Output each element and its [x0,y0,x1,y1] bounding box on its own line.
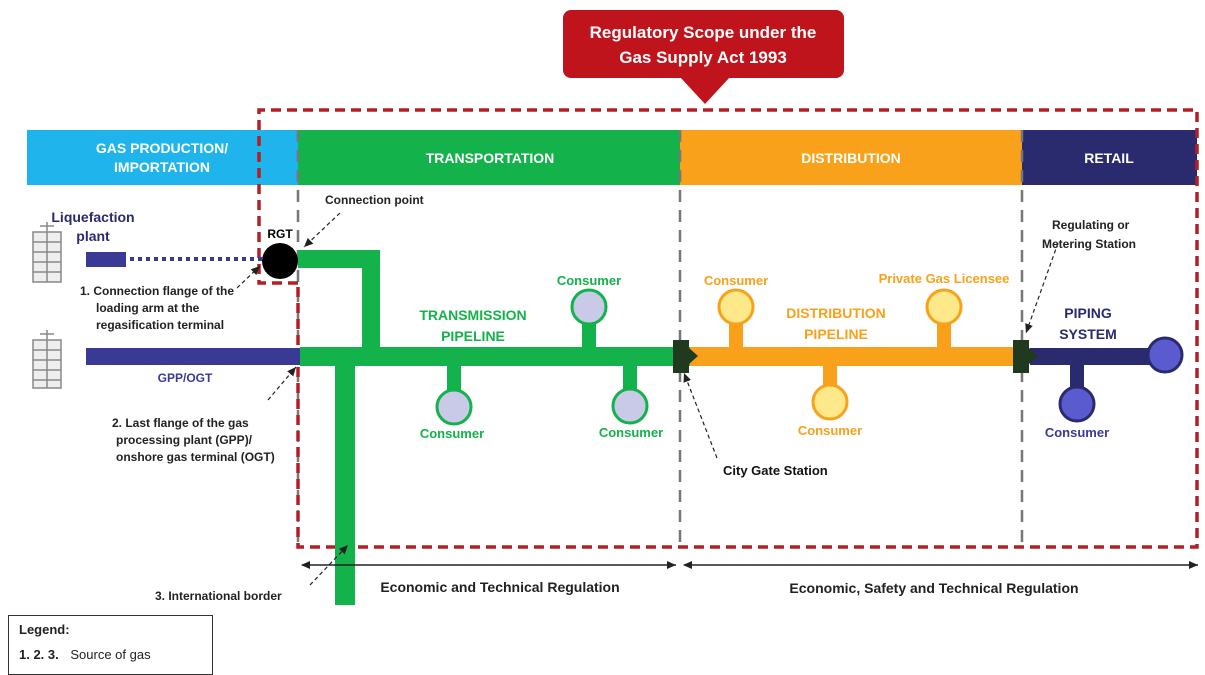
note3-arrow [309,544,349,586]
consumer-node [717,288,755,326]
transmission-rgt-branch-top [298,250,380,268]
gas-processing-plant-icon [32,330,62,389]
consumer-node [1146,336,1184,374]
note2-line1: 2. Last flange of the gas [112,416,249,430]
consumer-stub [823,362,837,390]
lng-pipe-segment [86,252,126,267]
note1-line2: loading arm at the [96,301,200,315]
connection-point-arrow [303,212,341,248]
city-gate-label: City Gate Station [723,463,828,478]
note1-line3: regasification terminal [96,318,224,332]
section-headers: GAS PRODUCTION/ IMPORTATION TRANSPORTATI… [27,130,1197,185]
legend-numbers: 1. 2. 3. [19,647,59,662]
transmission-label-line2: PIPELINE [441,328,505,344]
header-transportation-label: TRANSPORTATION [426,150,555,166]
note2-line3: onshore gas terminal (OGT) [116,450,275,464]
annotation-arrows [236,212,1059,586]
header-production-line1: GAS PRODUCTION/ [96,140,228,156]
liquefaction-label-line1: Liquefaction [51,209,134,225]
consumer-node [925,288,963,326]
legend-source-label: Source of gas [70,647,151,662]
header-transportation [298,130,680,185]
callout-pointer [680,77,730,104]
consumer-node [1058,385,1096,423]
note1-arrow [236,265,261,289]
consumer-stub [447,362,461,392]
regulating-station-marker [1013,340,1038,373]
private-licensee-label: Private Gas Licensee [879,271,1010,286]
transmission-label-line1: TRANSMISSION [419,307,526,323]
consumer-stub [729,320,743,350]
regulatory-scope-border [257,108,1199,549]
retail-consumers [1058,336,1184,423]
legend-box: Legend: 1. 2. 3. Source of gas [8,615,213,675]
distribution-label-line2: PIPELINE [804,326,868,342]
consumer-stub [623,362,637,392]
consumer-label: Consumer [798,423,862,438]
legend-title: Legend: [19,622,70,637]
distribution-main-line [690,347,1020,366]
note2-arrow [267,366,297,401]
note3-label: 3. International border [155,589,282,603]
regulating-label-line2: Metering Station [1042,237,1136,251]
liquefaction-plant-icon [32,222,62,283]
distribution-pipeline [690,320,1020,390]
transmission-pipeline [298,250,690,605]
consumer-node [811,383,849,421]
consumer-label: Consumer [1045,425,1109,440]
diagram-labels: Liquefaction plant Connection point 1. C… [51,193,1136,603]
economic-safety-technical-label: Economic, Safety and Technical Regulatio… [789,580,1078,596]
connection-point-label: Connection point [325,193,424,207]
legend-row: 1. 2. 3. Source of gas [19,647,202,662]
header-production-line2: IMPORTATION [114,159,210,175]
callout-box [563,10,844,78]
gpp-ogt-pipeline [86,348,300,365]
distribution-consumers [717,288,963,421]
transmission-rgt-branch-vertical [362,250,380,360]
distribution-label-line1: DISTRIBUTION [786,305,886,321]
transmission-consumers [435,288,649,426]
consumer-stub [1070,362,1084,390]
consumer-label: Consumer [557,273,621,288]
piping-main-line [1030,348,1158,365]
header-retail [1022,130,1197,185]
consumer-node [570,288,608,326]
transmission-border-branch [335,347,355,605]
city-gate-arrow [683,372,718,459]
note2-line2: processing plant (GPP)/ [116,433,253,447]
consumer-stub [937,320,951,350]
header-production [27,130,298,185]
header-distribution [680,130,1022,185]
transmission-main-line [300,347,690,366]
callout-text-line2: Gas Supply Act 1993 [619,48,787,67]
header-retail-label: RETAIL [1084,150,1134,166]
consumer-label: Consumer [599,425,663,440]
retail-piping-system [1030,348,1158,390]
consumer-node [611,387,649,425]
regulating-station-arrow [1025,242,1059,334]
regulating-label-line1: Regulating or [1052,218,1130,232]
liquefaction-label-line2: plant [76,228,110,244]
consumer-stub [582,318,596,350]
piping-label-line2: SYSTEM [1059,326,1117,342]
economic-technical-label: Economic and Technical Regulation [380,579,619,595]
consumer-label: Consumer [704,273,768,288]
consumer-label: Consumer [420,426,484,441]
rgt-label: RGT [267,227,293,241]
piping-label-line1: PIPING [1064,305,1112,321]
city-gate-station-marker [673,340,698,373]
header-distribution-label: DISTRIBUTION [801,150,901,166]
gpp-ogt-label: GPP/OGT [158,371,213,385]
rgt-terminal-node [262,243,298,279]
consumer-node [435,388,473,426]
callout-text-line1: Regulatory Scope under the [590,23,817,42]
regulatory-scope-callout: Regulatory Scope under the Gas Supply Ac… [563,10,844,104]
note1-line1: 1. Connection flange of the [80,284,234,298]
